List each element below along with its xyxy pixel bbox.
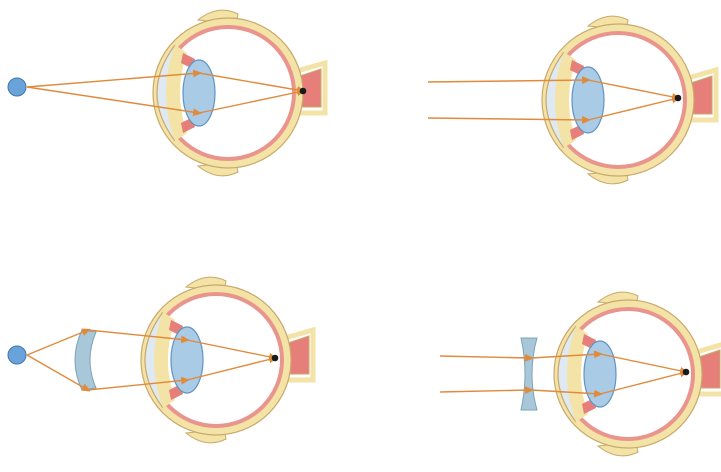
crystalline-lens — [572, 67, 604, 133]
panel-parallel-rays-eye — [428, 16, 716, 184]
corrective-lens — [521, 338, 537, 410]
focus-point — [683, 369, 690, 376]
panel-parallel-rays-corrected-eye — [440, 292, 721, 456]
object-point — [8, 346, 26, 364]
crystalline-lens — [584, 341, 616, 407]
corrective-lens — [75, 330, 96, 390]
object-point — [8, 78, 26, 96]
focus-point — [272, 355, 279, 362]
crystalline-lens — [183, 60, 215, 126]
focus-point — [675, 95, 682, 102]
panel-near-object-corrected-eye — [8, 277, 313, 443]
light-ray — [440, 390, 531, 392]
light-ray — [440, 356, 531, 358]
panel-near-object-eye — [8, 10, 325, 176]
focus-point — [300, 88, 307, 95]
crystalline-lens — [171, 327, 203, 393]
